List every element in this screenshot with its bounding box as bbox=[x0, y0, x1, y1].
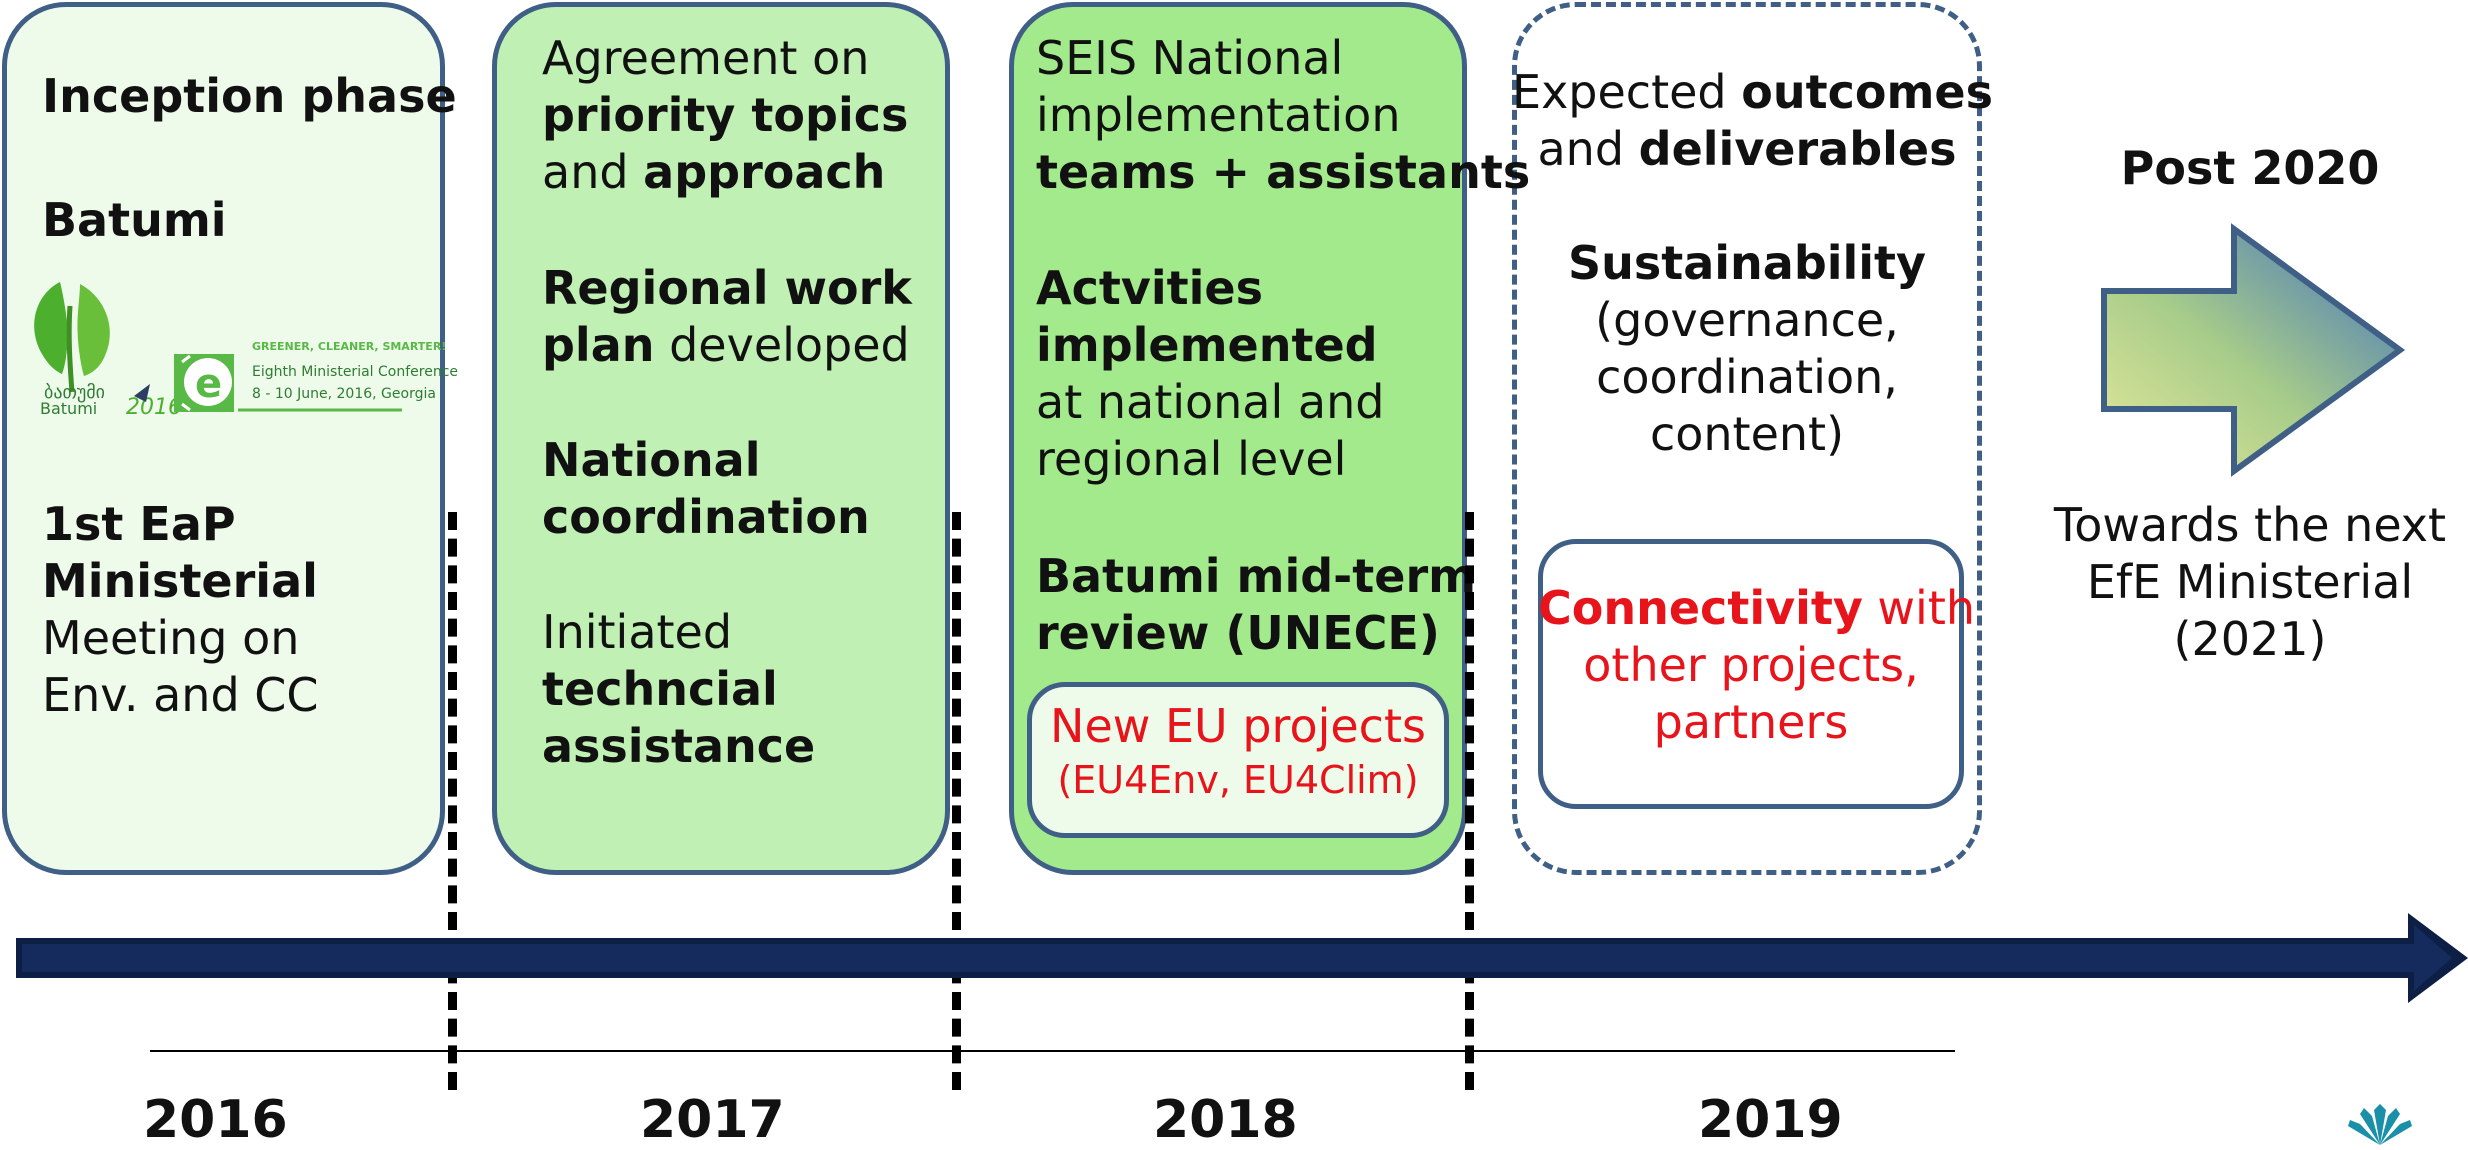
bird-icon bbox=[134, 384, 150, 402]
agreement-line3: and approach bbox=[542, 145, 886, 199]
outcomes-line1: Expected outcomes bbox=[1512, 65, 1993, 119]
sustainability-line3: content) bbox=[1649, 407, 1845, 461]
work-plan-line1: Regional work bbox=[542, 261, 912, 315]
batumi-conference-logo: ბათუმი Batumi 2016 e GREENER, CLEANER, S… bbox=[34, 282, 458, 420]
work-plan-line2: plan developed bbox=[542, 318, 910, 372]
assistance-line2: techncial bbox=[542, 662, 778, 716]
outcomes-line2: and deliverables bbox=[1537, 122, 1957, 176]
inception-phase-box bbox=[2, 2, 445, 875]
timeline-arrow bbox=[16, 913, 2468, 1003]
e-badge-icon: e bbox=[174, 354, 234, 412]
connectivity-box bbox=[1538, 539, 1964, 809]
connectivity-line2: other projects, bbox=[1583, 638, 1919, 692]
year-separator-2017-2018 bbox=[952, 512, 961, 1090]
logo-e-letter: e bbox=[195, 361, 222, 407]
logo-tagline: GREENER, CLEANER, SMARTER! bbox=[252, 340, 446, 353]
activities-line2: implemented bbox=[1036, 318, 1378, 372]
inception-meeting-line2: Ministerial bbox=[42, 554, 318, 608]
activities-line1: Actvities bbox=[1036, 261, 1263, 315]
post-2020-title: Post 2020 bbox=[2120, 141, 2380, 195]
agreement-line1: Agreement on bbox=[542, 31, 870, 85]
inception-meeting-line4: Env. and CC bbox=[42, 668, 319, 722]
phase-2017-box bbox=[492, 2, 950, 875]
assistance-line3: assistance bbox=[542, 719, 816, 773]
sustainability-line1: (governance, bbox=[1595, 293, 1899, 347]
activities-line3: at national and bbox=[1036, 375, 1385, 429]
new-eu-projects-box bbox=[1027, 682, 1449, 838]
inception-meeting-line3: Meeting on bbox=[42, 611, 300, 665]
logo-dates: 8 - 10 June, 2016, Georgia bbox=[252, 386, 436, 402]
year-separator-2018-2019 bbox=[1465, 512, 1474, 1090]
inception-location: Batumi bbox=[42, 193, 227, 247]
inception-meeting-line1: 1st EaP bbox=[42, 497, 236, 551]
leaf-icon bbox=[34, 282, 110, 393]
post-2020-line2: EfE Ministerial bbox=[2086, 555, 2414, 609]
inception-title: Inception phase bbox=[42, 69, 457, 123]
year-separator-2016-2017 bbox=[448, 512, 457, 1090]
sustainability-line2: coordination, bbox=[1596, 350, 1898, 404]
year-label-2017: 2017 bbox=[640, 1090, 785, 1150]
forward-arrow-icon bbox=[2101, 223, 2406, 477]
midterm-review-line1: Batumi mid-term bbox=[1036, 549, 1477, 603]
post-2020-line1: Towards the next bbox=[2053, 498, 2447, 552]
logo-batumi-name: Batumi bbox=[40, 399, 97, 418]
logo-batumi-script: ბათუმი bbox=[44, 382, 105, 403]
seis-line1: SEIS National bbox=[1036, 31, 1344, 85]
connectivity-line3: partners bbox=[1653, 695, 1849, 749]
national-coordination-line2: coordination bbox=[542, 490, 870, 544]
year-label-2016: 2016 bbox=[143, 1090, 288, 1150]
national-coordination-line1: National bbox=[542, 433, 761, 487]
connectivity-line1: Connectivity with bbox=[1538, 581, 1976, 635]
year-axis-line bbox=[150, 1050, 1955, 1052]
new-eu-projects-subtitle: (EU4Env, EU4Clim) bbox=[1057, 758, 1419, 802]
new-eu-projects-title: New EU projects bbox=[1050, 699, 1426, 753]
organization-logo-icon bbox=[2348, 1104, 2412, 1145]
logo-batumi-year: 2016 bbox=[126, 395, 182, 420]
agreement-line2: priority topics bbox=[542, 88, 909, 142]
logo-conference: Eighth Ministerial Conference bbox=[252, 364, 458, 380]
seis-line2: implementation bbox=[1036, 88, 1401, 142]
activities-line4: regional level bbox=[1036, 432, 1347, 486]
year-label-2018: 2018 bbox=[1153, 1090, 1298, 1150]
midterm-review-line2: review (UNECE) bbox=[1036, 606, 1440, 660]
sustainability-title: Sustainability bbox=[1567, 236, 1927, 290]
post-2020-line3: (2021) bbox=[2173, 612, 2327, 666]
assistance-line1: Initiated bbox=[542, 605, 733, 659]
seis-line3: teams + assistants bbox=[1036, 145, 1531, 199]
year-label-2019: 2019 bbox=[1698, 1090, 1843, 1150]
